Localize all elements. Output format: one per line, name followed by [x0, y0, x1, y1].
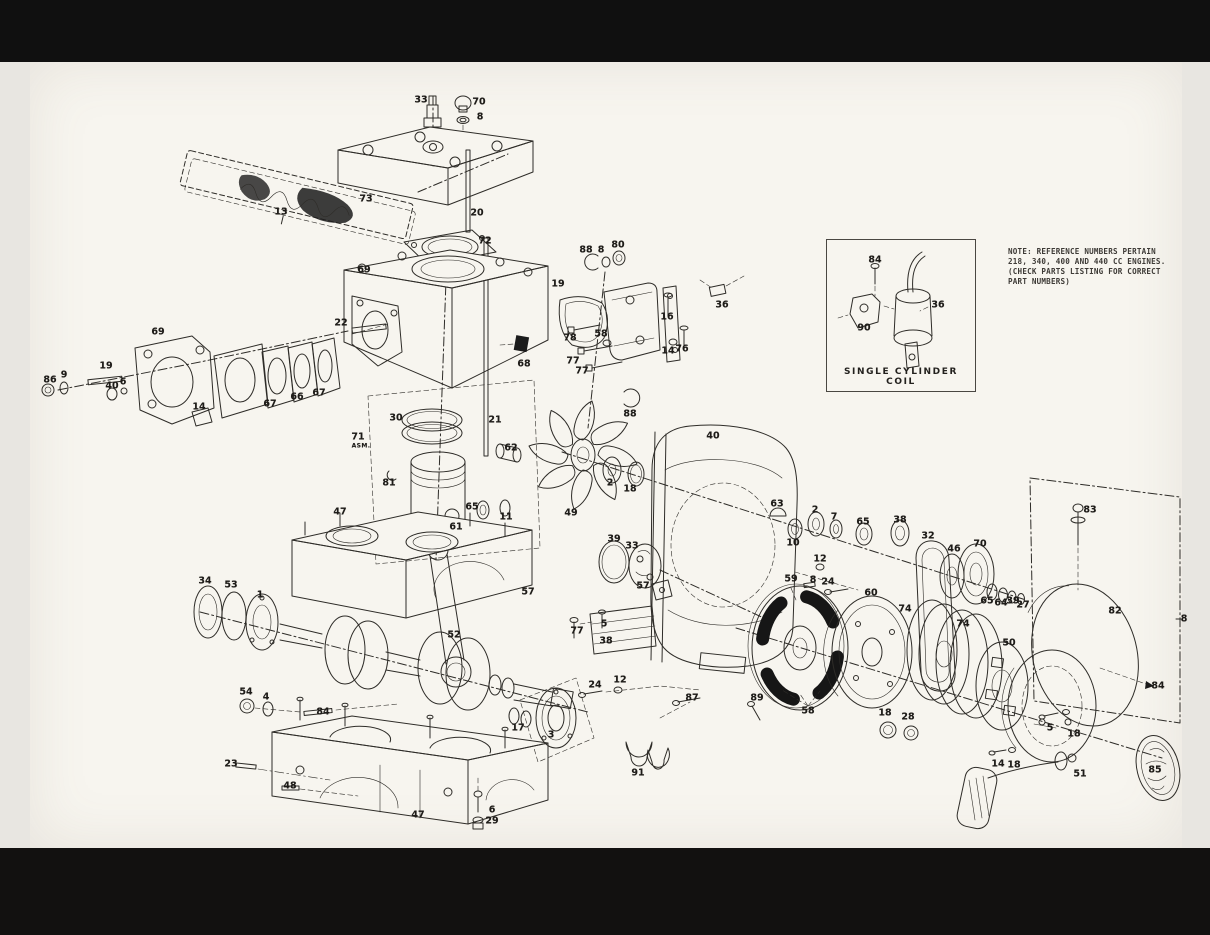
fan-washer [602, 456, 622, 484]
starter-handle [956, 751, 1068, 830]
coil-inset-drawing [837, 251, 933, 369]
cooling-fan [528, 388, 645, 510]
fan-circlip [623, 388, 641, 408]
cylinder-stud-22 [351, 323, 389, 335]
crankshaft-assembly [193, 585, 595, 763]
inset-title: SINGLE CYLINDER COIL [843, 367, 959, 387]
head-stud [465, 149, 471, 233]
rope-anchor [1067, 753, 1077, 763]
manifold-gasket [311, 337, 341, 397]
fan-ring [627, 461, 645, 487]
magneto-flywheel [747, 583, 849, 721]
retainer-parts [584, 250, 626, 271]
cylinder [343, 249, 549, 389]
crank-web [417, 631, 463, 705]
sheave [906, 599, 958, 701]
ignition-points-group [569, 540, 673, 655]
intake-manifold-group [41, 335, 341, 427]
note-line: PART NUMBERS) [1008, 277, 1071, 286]
piston-crown [410, 451, 466, 473]
main-bearing-3 [519, 677, 595, 763]
drive-clutch-parts [769, 507, 910, 595]
coil-bracket [849, 293, 881, 329]
single-cylinder-coil-inset: SINGLE CYLINDER COIL [826, 239, 976, 392]
bearing-spacer-17 [508, 707, 532, 728]
stator-plate [628, 543, 662, 589]
belt-and-pulleys [906, 540, 1029, 731]
cable-clamp-parts [578, 685, 701, 770]
condenser [589, 605, 657, 655]
bracket-screws [567, 292, 689, 372]
cylinder-stud [483, 237, 489, 457]
woodruff-key [769, 507, 787, 517]
mount-bracket [603, 282, 661, 361]
plug-cap [454, 95, 472, 111]
ratchet-plate [975, 641, 1029, 731]
main-bearing [245, 593, 279, 651]
shim [221, 591, 247, 641]
case-bolts [472, 777, 484, 830]
crankcase-lower [235, 696, 549, 830]
rotor-screw [751, 705, 761, 721]
shroud-decal-plate [179, 150, 416, 245]
starter-screws [988, 709, 1070, 756]
mount-strip [662, 285, 681, 363]
arrow-84 [1145, 681, 1154, 689]
sheave [935, 609, 989, 715]
starter-decal [1135, 735, 1181, 801]
manual-page [30, 62, 1182, 848]
support-bracket [191, 407, 213, 427]
cylinder-head [337, 126, 534, 233]
wrist-pin [495, 443, 522, 463]
crankcase-upper [291, 511, 533, 619]
note-line: (CHECK PARTS LISTING FOR CORRECT [1008, 267, 1161, 276]
shaft-nut [879, 721, 897, 739]
manifold-elbow [134, 335, 215, 425]
pin-clip [386, 470, 397, 481]
rod-bolt-parts [239, 698, 399, 717]
screen-screw [1070, 503, 1086, 591]
starter-drum [823, 595, 919, 741]
crank-web [324, 615, 366, 685]
rubber-mount [513, 335, 530, 353]
case-studs [235, 762, 359, 797]
manifold-spacer [287, 341, 319, 403]
scan-top-band [0, 0, 1210, 62]
scan-bottom-band [0, 848, 1210, 935]
belt-guard-screen [1027, 477, 1182, 727]
blower-housing [650, 424, 798, 674]
recoil-starter [956, 649, 1181, 830]
backing-plate-group [558, 250, 745, 372]
wiring-connector [699, 275, 745, 297]
exhaust-flange [351, 295, 403, 367]
note-line: 218, 340, 400 AND 440 CC ENGINES. [1008, 257, 1166, 266]
shaft-collar [903, 725, 919, 741]
note-line: NOTE: REFERENCE NUMBERS PERTAIN [1008, 247, 1156, 256]
